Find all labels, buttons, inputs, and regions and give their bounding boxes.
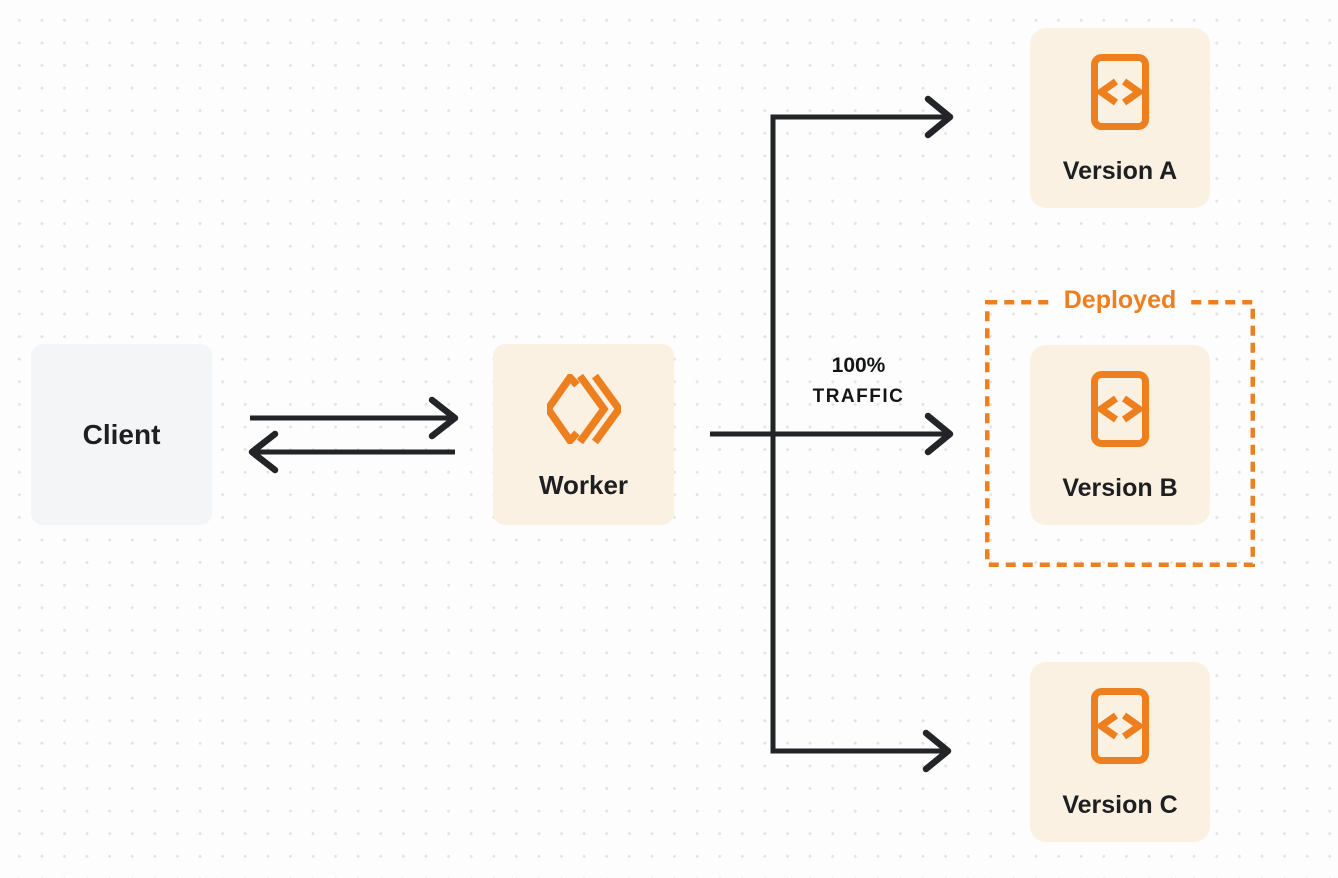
node-version-c: Version C [1030,662,1210,842]
code-file-icon [1091,688,1149,764]
client-label: Client [82,418,161,450]
version-b-label: Version B [1062,474,1178,502]
node-worker: Worker [493,344,674,525]
traffic-word: TRAFFIC [812,386,905,407]
workers-logo-chevron-outer [591,374,621,444]
workers-logo-chevron-inner [576,374,609,444]
node-version-b: Version B [1030,345,1210,525]
traffic-percent: 100% [831,354,886,377]
version-a-label: Version A [1062,157,1178,185]
arrow-branch-to-version-a-head [924,95,954,139]
version-c-label: Version C [1062,791,1178,819]
arrow-branch-to-version-c-head [922,729,952,773]
node-version-a: Version A [1030,28,1210,208]
arrow-worker-to-version-b-head [924,412,954,456]
workers-logo-icon [546,374,621,444]
deployed-frame-border [985,300,1255,567]
deployed-frame: Deployed [985,285,1255,567]
worker-label: Worker [538,470,629,500]
node-client: Client [31,344,212,525]
arrow-worker-to-client-head [248,430,279,474]
deployed-label: Deployed [1049,285,1191,315]
workers-logo-diamond [546,374,580,444]
code-file-icon [1091,54,1149,130]
arrow-client-to-worker-head [428,396,459,440]
traffic-label: 100% TRAFFIC [791,351,926,413]
code-file-icon [1091,371,1149,447]
